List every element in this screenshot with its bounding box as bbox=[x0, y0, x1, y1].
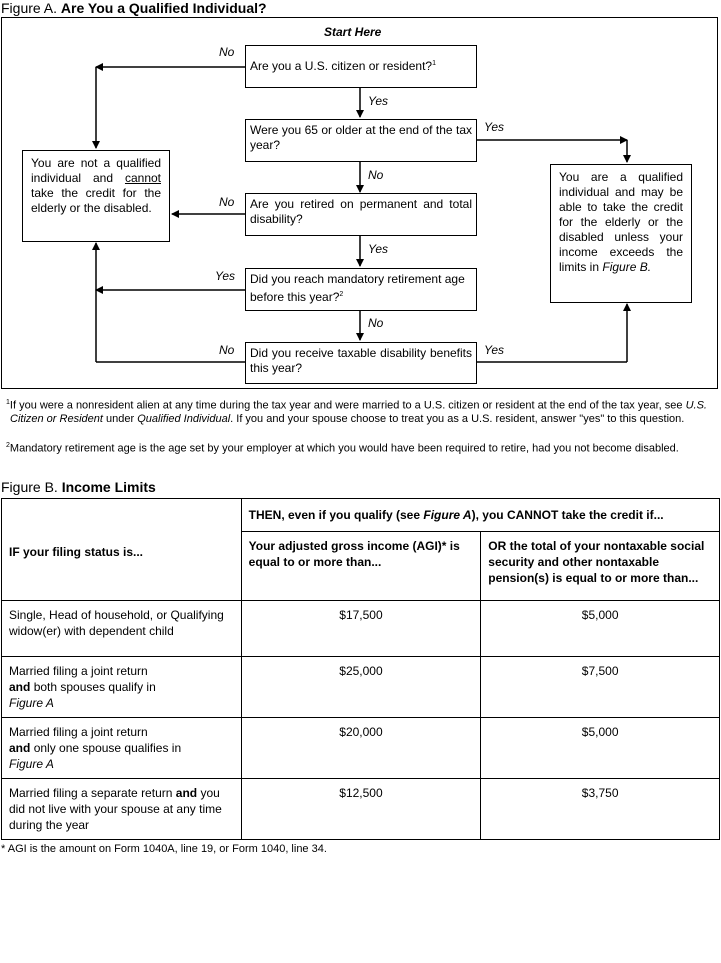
header-then-ref: Figure A bbox=[423, 508, 472, 522]
row-4-status-and: and bbox=[175, 786, 198, 800]
row-3-status: Married filing a joint return and only o… bbox=[1, 717, 242, 779]
label-yes-2: Yes bbox=[484, 120, 505, 134]
flowchart-arrows bbox=[92, 63, 631, 363]
row-3-status-and: and bbox=[9, 741, 31, 755]
row-2-other: $7,500 bbox=[480, 656, 720, 718]
flowchart-frame bbox=[1, 17, 718, 389]
table-header-row-1: IF your filing status is... THEN, even i… bbox=[1, 498, 721, 601]
figure-b-label: Figure B. bbox=[1, 479, 58, 495]
header-filing-status: IF your filing status is... bbox=[1, 498, 242, 601]
row-2-status-and: and bbox=[9, 680, 31, 694]
table-row: Married filing a separate return and you… bbox=[1, 778, 720, 840]
label-no-5: No bbox=[219, 343, 235, 357]
row-2-status-c: both spouses qualify in bbox=[33, 680, 156, 694]
result-qualified: You are a qualified individual and may b… bbox=[550, 164, 692, 303]
footnote-1: 1If you were a nonresident alien at any … bbox=[6, 396, 721, 426]
result-not-qualified: You are not a qualified individual and c… bbox=[22, 150, 170, 242]
header-then: THEN, even if you qualify (see Figure A)… bbox=[240, 498, 721, 532]
row-3-status-a: Married filing a joint return bbox=[9, 725, 148, 739]
row-3-status-c: only one spouse qualifies in bbox=[33, 741, 182, 755]
header-then-text-a: THEN, even if you qualify (see bbox=[248, 508, 421, 522]
figure-a-label: Figure A. bbox=[1, 0, 58, 16]
label-yes-3: Yes bbox=[368, 242, 389, 256]
footnote-1-ref-b: Qualified Individual bbox=[137, 412, 231, 425]
qualified-text: You are a qualified individual and may b… bbox=[559, 170, 683, 274]
label-yes-5: Yes bbox=[484, 343, 505, 357]
footnote-1-text-a: If you were a nonresident alien at any t… bbox=[9, 399, 683, 412]
row-3-agi: $20,000 bbox=[240, 717, 482, 779]
footnote-1-text-c: . If you and your spouse choose to treat… bbox=[230, 412, 685, 425]
header-nontaxable: OR the total of your nontaxable social s… bbox=[480, 531, 720, 601]
row-4-status: Married filing a separate return and you… bbox=[1, 778, 242, 840]
row-1-status: Single, Head of household, or Qualifying… bbox=[1, 600, 242, 657]
label-yes-4: Yes bbox=[215, 269, 236, 283]
not-qualified-text-b: take the credit for the elderly or the d… bbox=[31, 186, 161, 215]
footnote-2-text: Mandatory retirement age is the age set … bbox=[9, 442, 679, 455]
not-qualified-text-a: You are not a qualified individual and bbox=[31, 156, 161, 185]
footnote-2: 2Mandatory retirement age is the age set… bbox=[6, 439, 721, 456]
question-retired: Are you retired on permanent and total d… bbox=[245, 193, 477, 236]
row-2-status-a: Married filing a joint return bbox=[9, 664, 148, 678]
row-4-other: $3,750 bbox=[480, 778, 720, 840]
footnote-1-number: 1 bbox=[6, 399, 10, 406]
figure-b-heading: Income Limits bbox=[61, 479, 156, 495]
question-retirement-age-text: Did you reach mandatory retirement age b… bbox=[250, 272, 465, 304]
footnote-1-text-b: under bbox=[106, 412, 135, 425]
row-2-status: Married filing a joint return and both s… bbox=[1, 656, 242, 718]
label-no-1: No bbox=[219, 45, 235, 59]
header-agi: Your adjusted gross income (AGI)* is equ… bbox=[240, 531, 482, 601]
footnote-2-number: 2 bbox=[6, 442, 10, 449]
question-retirement-age: Did you reach mandatory retirement age b… bbox=[245, 268, 477, 311]
figure-b-title: Figure B. Income Limits bbox=[1, 479, 156, 495]
row-1-other: $5,000 bbox=[480, 600, 720, 657]
table-row: Married filing a joint return and only o… bbox=[1, 717, 720, 779]
question-disability-benefits: Did you receive taxable disability benef… bbox=[245, 342, 477, 384]
table-header-row-2: Your adjusted gross income (AGI)* is equ… bbox=[2, 531, 720, 601]
qualified-figure-b-ref: Figure B. bbox=[602, 260, 652, 274]
not-qualified-emphasis: cannot bbox=[124, 171, 161, 185]
figure-a-heading: Are You a Qualified Individual? bbox=[60, 0, 267, 16]
label-no-4: No bbox=[368, 316, 384, 330]
label-no-3: No bbox=[219, 195, 235, 209]
row-3-status-ref: Figure A bbox=[9, 757, 54, 771]
table-row: Married filing a joint return and both s… bbox=[1, 656, 720, 718]
question-citizen: Are you a U.S. citizen or resident?1 bbox=[245, 45, 477, 88]
row-3-other: $5,000 bbox=[480, 717, 720, 779]
income-limits-table: IF your filing status is... THEN, even i… bbox=[1, 498, 721, 840]
footnote-1-ref-a: U.S. Citizen or Resident bbox=[10, 399, 707, 425]
label-no-2: No bbox=[368, 168, 384, 182]
row-1-agi: $17,500 bbox=[240, 600, 482, 657]
table-row: Single, Head of household, or Qualifying… bbox=[1, 600, 720, 657]
footnote-ref-1: 1 bbox=[432, 60, 436, 67]
header-then-text-b: ), you CANNOT take the credit if... bbox=[471, 508, 664, 522]
agi-note: * AGI is the amount on Form 1040A, line … bbox=[1, 843, 327, 855]
row-2-agi: $25,000 bbox=[240, 656, 482, 718]
row-2-status-ref: Figure A bbox=[9, 696, 54, 710]
row-4-status-a: Married filing a separate return bbox=[9, 786, 173, 800]
question-age: Were you 65 or older at the end of the t… bbox=[245, 119, 477, 162]
footnote-ref-2: 2 bbox=[339, 291, 344, 298]
row-4-agi: $12,500 bbox=[240, 778, 482, 840]
row-4-status-c: you did not live with your spouse at any… bbox=[9, 786, 222, 832]
label-yes-1: Yes bbox=[368, 94, 389, 108]
question-citizen-text: Are you a U.S. citizen or resident? bbox=[250, 59, 433, 73]
figure-a-title: Figure A. Are You a Qualified Individual… bbox=[1, 0, 267, 16]
start-here-label: Start Here bbox=[324, 25, 382, 39]
